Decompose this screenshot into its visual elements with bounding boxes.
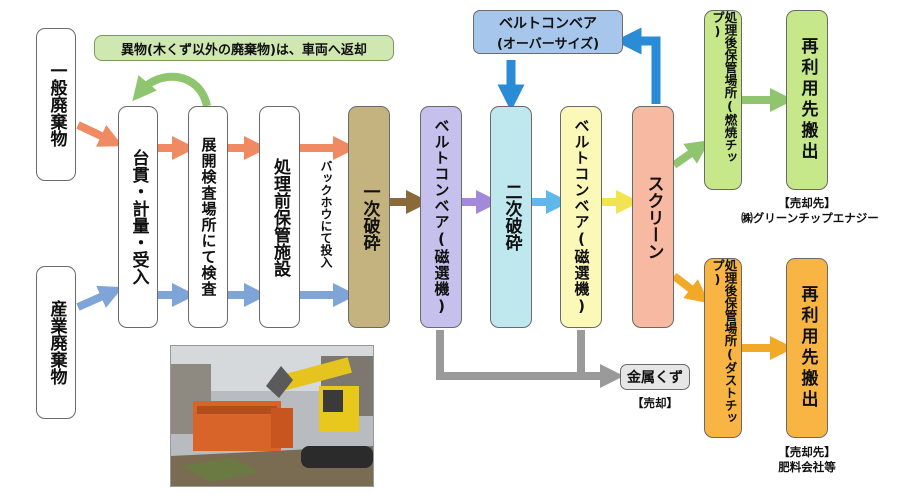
general-waste-box: 一般廃棄物 bbox=[36, 28, 76, 181]
arrow-return-arc bbox=[132, 72, 211, 108]
oversize-line2: (オーバーサイズ) bbox=[496, 36, 600, 52]
backhoe-note: バックホウにて投入 bbox=[314, 160, 338, 292]
arrow-general-to-receive bbox=[76, 121, 123, 147]
primary-crush-box: 一次破砕 bbox=[348, 106, 390, 328]
metal-scrap-note: 【売却】 bbox=[632, 396, 678, 410]
fuel-storage-label: 処理後保管場所(燃焼チップ) bbox=[710, 11, 738, 164]
industrial-waste-label: 産業廃棄物 bbox=[46, 300, 67, 385]
arrow-screen-to-fuel bbox=[671, 140, 710, 169]
metal-scrap-label: 金属くず bbox=[627, 370, 683, 386]
belt2-box: ベルトコンベア(磁選機) bbox=[560, 106, 602, 328]
metal-scrap-box: 金属くず bbox=[620, 364, 690, 390]
arrow-screen-to-dust bbox=[671, 272, 710, 304]
screen-label: スクリーン bbox=[643, 174, 664, 260]
oversize-box: ベルトコンベア (オーバーサイズ) bbox=[473, 10, 623, 54]
return-note-text: 異物(木くず以外の廃棄物)は、車両へ返却 bbox=[121, 42, 367, 58]
receive-label: 台貫・計量・受入 bbox=[128, 149, 149, 285]
dust-storage-box: 処理後保管場所(ダストチップ) bbox=[704, 258, 742, 438]
dust-storage-label: 処理後保管場所(ダストチップ) bbox=[710, 259, 738, 424]
screen-box: スクリーン bbox=[632, 106, 674, 328]
inspect-label: 展開検査場所にて検査 bbox=[199, 137, 218, 297]
arrow-belt1-to-metal bbox=[436, 330, 624, 388]
crusher-photo bbox=[170, 345, 374, 487]
secondary-crush-box: 二次破砕 bbox=[490, 106, 532, 328]
belt1-box: ベルトコンベア(磁選機) bbox=[420, 106, 462, 328]
inspect-box: 展開検査場所にて検査 bbox=[188, 106, 228, 328]
primary-crush-label: 一次破砕 bbox=[359, 183, 380, 251]
oversize-line1: ベルトコンベア bbox=[499, 15, 597, 32]
fuel-reuse-label: 再利用先搬出 bbox=[797, 37, 818, 163]
storage-label: 処理前保管施設 bbox=[270, 157, 290, 277]
fuel-buyer: ㈱グリーンチップエナジー bbox=[741, 211, 879, 225]
dust-reuse-box: 再利用先搬出 bbox=[786, 258, 828, 438]
secondary-crush-label: 二次破砕 bbox=[501, 183, 522, 251]
backhoe-label: バックホウにて投入 bbox=[319, 160, 333, 268]
storage-box: 処理前保管施設 bbox=[259, 106, 300, 328]
general-waste-label: 一般廃棄物 bbox=[46, 62, 67, 147]
return-note-box: 異物(木くず以外の廃棄物)は、車両へ返却 bbox=[94, 35, 394, 61]
fuel-reuse-box: 再利用先搬出 bbox=[786, 10, 828, 190]
belt1-label: ベルトコンベア(磁選機) bbox=[432, 118, 451, 316]
fuel-buyer-title: 【売却先】 bbox=[778, 196, 836, 210]
dust-buyer-title: 【売却先】 bbox=[778, 445, 836, 459]
arrow-screen-to-oversize bbox=[614, 27, 661, 104]
arrow-industrial-to-receive bbox=[76, 285, 123, 311]
dust-buyer: 肥料会社等 bbox=[778, 460, 836, 474]
dust-reuse-label: 再利用先搬出 bbox=[797, 285, 818, 411]
fuel-storage-box: 処理後保管場所(燃焼チップ) bbox=[704, 10, 742, 190]
industrial-waste-box: 産業廃棄物 bbox=[36, 266, 76, 419]
belt2-label: ベルトコンベア(磁選機) bbox=[572, 118, 591, 316]
receive-box: 台貫・計量・受入 bbox=[118, 106, 158, 328]
